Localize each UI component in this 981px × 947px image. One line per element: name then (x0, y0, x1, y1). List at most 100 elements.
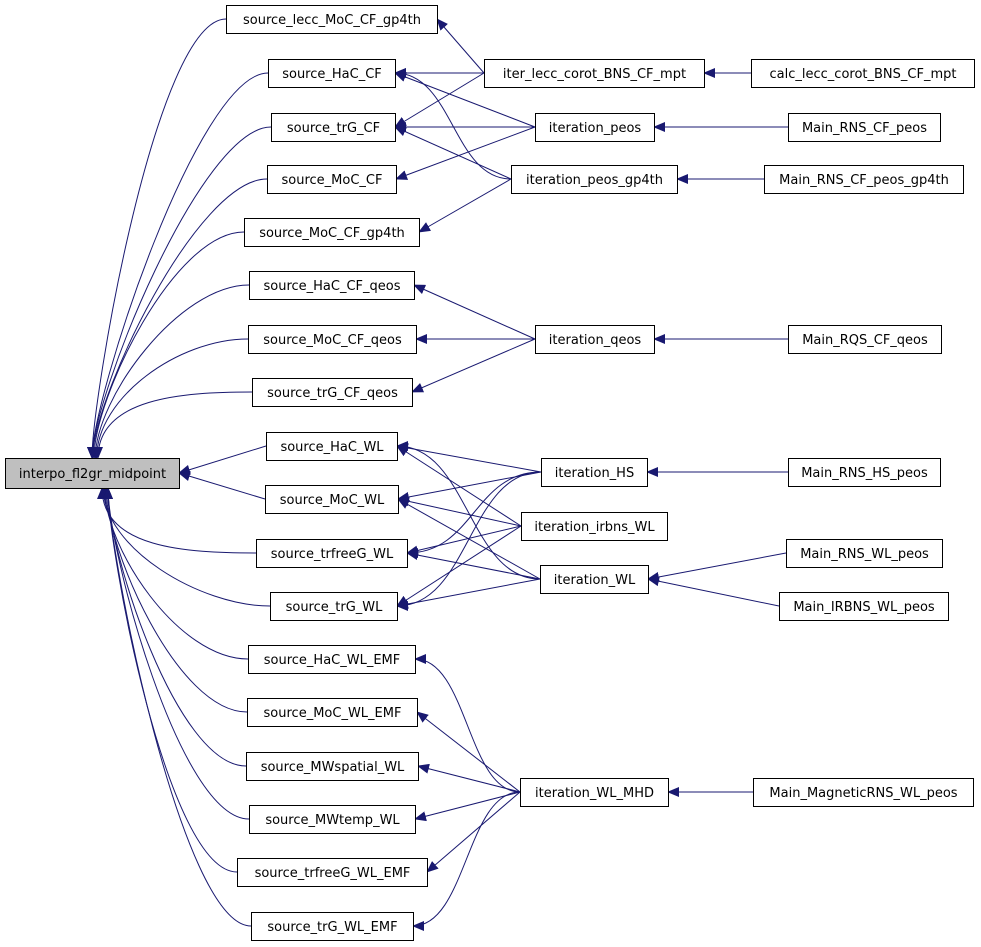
node-Main_RNS_HS_peos[interactable]: Main_RNS_HS_peos (788, 458, 941, 487)
call-edge-iteration_qeos-to-source_HaC_CF_qeos (413, 284, 536, 340)
node-source_MoC_CF_qeos[interactable]: source_MoC_CF_qeos (248, 325, 417, 354)
node-interpo_fl2gr_midpoint[interactable]: interpo_fl2gr_midpoint (5, 458, 180, 489)
node-label: source_MWtemp_WL (265, 813, 400, 828)
call-edge-iteration_HS-to-source_HaC_WL (396, 443, 542, 473)
node-source_HaC_CF[interactable]: source_HaC_CF (268, 59, 396, 88)
node-Main_RNS_CF_peos_gp4th[interactable]: Main_RNS_CF_peos_gp4th (764, 165, 964, 194)
node-iteration_irbns_WL[interactable]: iteration_irbns_WL (521, 512, 668, 541)
call-edge-iteration_HS-to-source_MoC_WL (397, 471, 542, 502)
node-label: Main_RNS_HS_peos (801, 466, 928, 481)
node-box (248, 645, 416, 674)
node-source_MWspatial_WL[interactable]: source_MWspatial_WL (246, 752, 419, 781)
node-label: Main_RQS_CF_qeos (802, 333, 928, 348)
node-source_HaC_WL_EMF[interactable]: source_HaC_WL_EMF (248, 645, 416, 674)
call-edge-iteration_WL_MHD-to-source_trfreeG_WL_EMF (426, 791, 521, 873)
call-edge-iteration_WL_MHD-to-source_MWtemp_WL (414, 791, 521, 822)
node-source_MoC_WL[interactable]: source_MoC_WL (265, 485, 399, 514)
call-edge-iteration_WL-to-source_trG_WL (396, 578, 541, 609)
node-source_MoC_CF_gp4th[interactable]: source_MoC_CF_gp4th (244, 218, 420, 247)
node-Main_MagneticRNS_WL_peos[interactable]: Main_MagneticRNS_WL_peos (753, 778, 974, 807)
node-source_trfreeG_WL[interactable]: source_trfreeG_WL (256, 539, 408, 568)
node-label: iteration_peos_gp4th (526, 173, 663, 188)
call-edge-iteration_WL-to-source_MoC_WL (397, 498, 541, 580)
node-source_trG_CF[interactable]: source_trG_CF (271, 113, 396, 142)
node-label: iteration_peos (549, 121, 642, 136)
node-box (779, 592, 949, 621)
node-label: source_trfreeG_WL_EMF (255, 866, 411, 881)
node-label: Main_RNS_CF_peos_gp4th (779, 173, 949, 188)
node-box (226, 5, 438, 34)
node-box (270, 592, 398, 621)
node-source_trG_WL_EMF[interactable]: source_trG_WL_EMF (251, 912, 414, 941)
call-edge-source_trG_CF_qeos-to-interpo_fl2gr_midpoint (92, 391, 253, 459)
node-box (268, 59, 396, 88)
call-edge-iteration_peos-to-source_HaC_CF (394, 72, 536, 128)
node-label: source_lecc_MoC_CF_gp4th (243, 13, 421, 28)
node-label: iteration_HS (555, 466, 634, 481)
node-label: source_trG_CF_qeos (267, 386, 398, 401)
call-edge-iteration_irbns_WL-to-source_HaC_WL (396, 445, 522, 527)
node-box (249, 271, 415, 300)
node-layer: interpo_fl2gr_midpoint source_lecc_MoC_CF… (5, 5, 975, 941)
call-edge-source_MWtemp_WL-to-interpo_fl2gr_midpoint (103, 487, 250, 820)
call-edge-source_HaC_CF-to-interpo_fl2gr_midpoint (87, 72, 269, 459)
call-edge-iteration_peos_gp4th-to-source_HaC_CF (394, 68, 512, 180)
call-edge-iteration_irbns_WL-to-source_trfreeG_WL (406, 525, 522, 556)
node-Main_IRBNS_WL_peos[interactable]: Main_IRBNS_WL_peos (779, 592, 949, 621)
node-source_HaC_CF_qeos[interactable]: source_HaC_CF_qeos (249, 271, 415, 300)
node-source_trfreeG_WL_EMF[interactable]: source_trfreeG_WL_EMF (237, 858, 428, 887)
node-source_MoC_WL_EMF[interactable]: source_MoC_WL_EMF (247, 698, 418, 727)
call-edge-source_HaC_CF_qeos-to-interpo_fl2gr_midpoint (90, 284, 250, 459)
node-iteration_WL_MHD[interactable]: iteration_WL_MHD (520, 778, 669, 807)
node-source_trG_CF_qeos[interactable]: source_trG_CF_qeos (252, 378, 413, 407)
call-edge-iteration_qeos-to-source_trG_CF_qeos (411, 338, 536, 393)
node-source_MoC_CF[interactable]: source_MoC_CF (267, 165, 397, 194)
call-edge-source_MoC_CF_gp4th-to-interpo_fl2gr_midpoint (88, 231, 245, 459)
node-label: calc_lecc_corot_BNS_CF_mpt (770, 67, 957, 82)
node-iteration_WL[interactable]: iteration_WL (540, 565, 649, 594)
node-box (249, 805, 416, 834)
node-box (535, 113, 655, 142)
node-box (788, 458, 941, 487)
node-Main_RNS_CF_peos[interactable]: Main_RNS_CF_peos (788, 113, 941, 142)
call-edge-iteration_peos-to-source_MoC_CF (395, 126, 536, 180)
node-source_MWtemp_WL[interactable]: source_MWtemp_WL (249, 805, 416, 834)
call-edge-iteration_WL_MHD-to-source_MWspatial_WL (417, 763, 521, 793)
node-source_HaC_WL[interactable]: source_HaC_WL (266, 432, 398, 461)
node-box (265, 485, 399, 514)
call-edge-source_MoC_CF_qeos-to-interpo_fl2gr_midpoint (91, 338, 249, 459)
node-label: source_MoC_CF (282, 173, 383, 188)
call-edge-iteration_peos_gp4th-to-source_MoC_CF_gp4th (418, 178, 512, 233)
node-label: iteration_WL_MHD (535, 786, 654, 801)
node-label: source_MoC_WL (280, 493, 385, 508)
node-label: source_trG_CF (287, 121, 380, 136)
node-Main_RNS_WL_peos[interactable]: Main_RNS_WL_peos (786, 539, 943, 568)
node-label: source_MoC_WL_EMF (264, 706, 402, 721)
node-iteration_HS[interactable]: iteration_HS (541, 458, 648, 487)
call-edge-iter_lecc_corot_BNS_CF_mpt-to-source_lecc_MoC_CF_gp4th (436, 18, 485, 74)
node-box (484, 59, 705, 88)
node-label: source_HaC_WL_EMF (264, 653, 401, 668)
node-calc_lecc_corot_BNS_CF_mpt[interactable]: calc_lecc_corot_BNS_CF_mpt (751, 59, 975, 88)
call-edge-source_trG_CF-to-interpo_fl2gr_midpoint (87, 126, 272, 459)
node-label: Main_MagneticRNS_WL_peos (769, 786, 957, 801)
node-iteration_peos[interactable]: iteration_peos (535, 113, 655, 142)
call-edge-iteration_peos_gp4th-to-source_trG_CF (394, 126, 512, 180)
node-label: source_trfreeG_WL (271, 547, 394, 562)
node-label: source_trG_WL (286, 600, 384, 615)
node-iteration_peos_gp4th[interactable]: iteration_peos_gp4th (511, 165, 678, 194)
node-source_lecc_MoC_CF_gp4th[interactable]: source_lecc_MoC_CF_gp4th (226, 5, 438, 34)
node-iter_lecc_corot_BNS_CF_mpt[interactable]: iter_lecc_corot_BNS_CF_mpt (484, 59, 705, 88)
call-edge-iteration_WL_MHD-to-source_MoC_WL_EMF (416, 711, 521, 793)
node-label: Main_RNS_WL_peos (800, 547, 929, 562)
node-source_trG_WL[interactable]: source_trG_WL (270, 592, 398, 621)
call-edge-iteration_HS-to-source_trfreeG_WL (406, 471, 542, 558)
node-label: source_HaC_CF (282, 67, 382, 82)
call-edge-source_MoC_WL-to-interpo_fl2gr_midpoint (178, 471, 266, 500)
call-edge-source_lecc_MoC_CF_gp4th-to-interpo_fl2gr_midpoint (87, 18, 227, 459)
node-box (5, 458, 180, 489)
node-Main_RQS_CF_qeos[interactable]: Main_RQS_CF_qeos (788, 325, 942, 354)
node-iteration_qeos[interactable]: iteration_qeos (535, 325, 655, 354)
node-box (271, 113, 396, 142)
